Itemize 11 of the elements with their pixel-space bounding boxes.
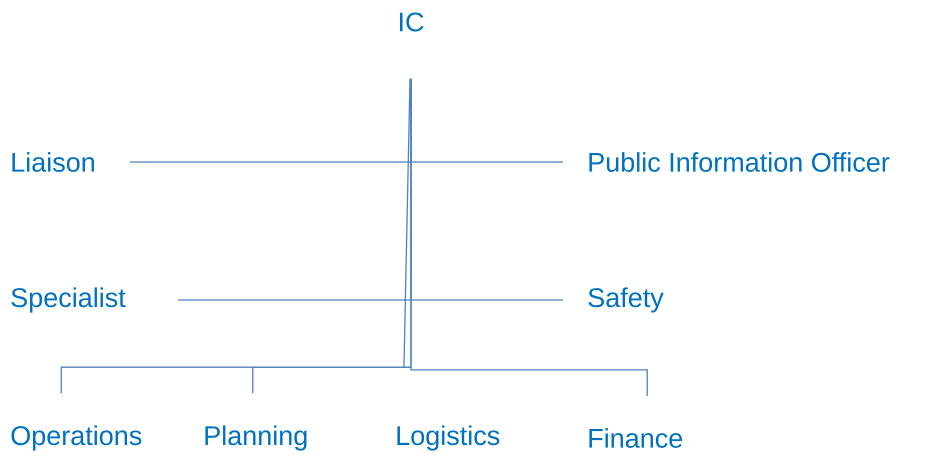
role-label: Safety	[588, 287, 664, 313]
role-label: Finance	[589, 428, 682, 448]
role-label: IC	[400, 12, 424, 32]
connector-line	[410, 78, 648, 396]
role-label: Operations	[12, 425, 142, 451]
role-label: Planning	[205, 425, 307, 451]
connector-line	[403, 78, 411, 368]
role-label: Liaison	[12, 152, 94, 172]
role-label: Public Information Officer	[589, 152, 890, 172]
role-label: Logistics	[397, 425, 500, 451]
role-label: Specialist	[11, 287, 126, 313]
